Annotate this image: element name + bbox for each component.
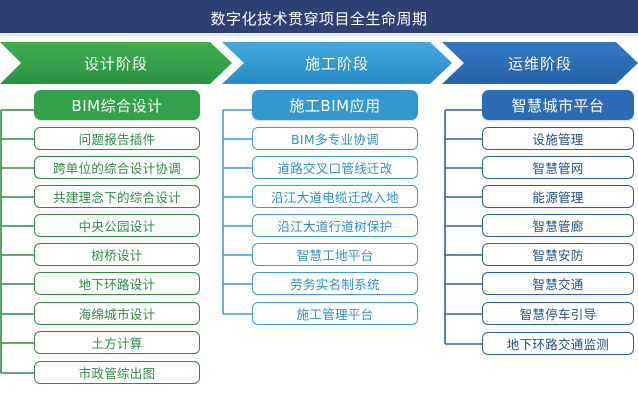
chevron-shape-icon: [442, 42, 638, 84]
list-item[interactable]: 设施管理: [482, 127, 634, 150]
list-item[interactable]: 市政管综出图: [34, 361, 200, 384]
title-bar: 数字化技术贯穿项目全生命周期: [0, 0, 638, 36]
list-item[interactable]: 沿江大道行道树保护: [252, 214, 418, 237]
list-item[interactable]: 跨单位的综合设计协调: [34, 156, 200, 179]
stage-arrow-operation[interactable]: 运维阶段: [442, 42, 638, 84]
list-item[interactable]: 问题报告插件: [34, 127, 200, 150]
stage-arrow-label: 施工阶段: [304, 54, 369, 73]
list-item[interactable]: 智慧安防: [482, 243, 634, 266]
chevron-shape-icon: [222, 42, 452, 84]
bracket-lines-icon: [444, 109, 484, 345]
list-item[interactable]: 土方计算: [34, 331, 200, 354]
page-title: 数字化技术贯穿项目全生命周期: [210, 9, 428, 28]
list-item[interactable]: 智慧管廊: [482, 214, 634, 237]
title-underline: [0, 33, 638, 36]
list-item[interactable]: 能源管理: [482, 185, 634, 208]
list-item[interactable]: 共建理念下的综合设计: [34, 185, 200, 208]
chevron-shape-icon: [0, 42, 232, 84]
list-item[interactable]: 智慧停车引导: [482, 302, 634, 325]
stage-arrow-design[interactable]: 设计阶段: [0, 42, 232, 84]
list-item[interactable]: 地下环路设计: [34, 272, 200, 295]
list-item[interactable]: 沿江大道电缆迁改入地: [252, 185, 418, 208]
stage-arrow-label: 运维阶段: [507, 54, 572, 73]
column-header-operation[interactable]: 智慧城市平台: [482, 90, 634, 120]
list-item[interactable]: 道路交叉口管线迁改: [252, 156, 418, 179]
stage-arrow-label: 设计阶段: [83, 54, 148, 73]
column-header-design[interactable]: BIM综合设计: [34, 90, 200, 120]
list-item[interactable]: 树桥设计: [34, 243, 200, 266]
bracket-lines-icon: [0, 109, 36, 374]
stage-arrow-construction[interactable]: 施工阶段: [222, 42, 452, 84]
list-item[interactable]: 智慧管网: [482, 156, 634, 179]
list-item[interactable]: 智慧工地平台: [252, 243, 418, 266]
list-item[interactable]: 施工管理平台: [252, 302, 418, 325]
list-item[interactable]: 地下环路交通监测: [482, 332, 634, 355]
connector-bracket-design: [0, 88, 40, 388]
connector-bracket-construction: [222, 88, 258, 338]
list-item[interactable]: 劳务实名制系统: [252, 272, 418, 295]
list-item[interactable]: BIM多专业协调: [252, 127, 418, 150]
list-item[interactable]: 海绵城市设计: [34, 302, 200, 325]
list-item[interactable]: 中央公园设计: [34, 214, 200, 237]
stage-arrow-row: 设计阶段 施工阶段: [0, 42, 638, 84]
list-item[interactable]: 智慧交通: [482, 272, 634, 295]
bracket-lines-icon: [222, 109, 254, 315]
connector-bracket-operation: [444, 88, 488, 368]
column-header-construction[interactable]: 施工BIM应用: [252, 90, 418, 120]
